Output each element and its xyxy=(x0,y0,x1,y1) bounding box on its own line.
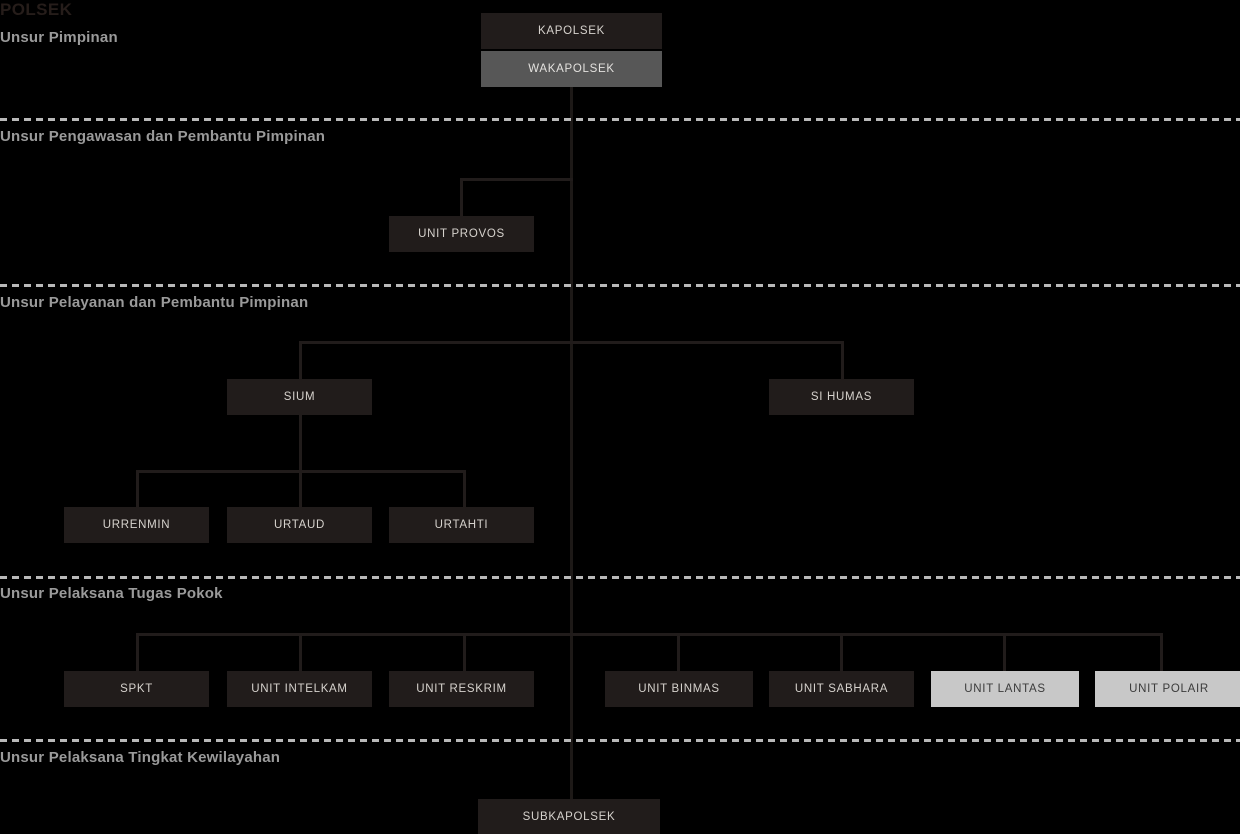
connector-binmas-drop xyxy=(677,633,680,671)
node-unit-provos[interactable]: UNIT PROVOS xyxy=(389,216,534,252)
connector-polair-drop xyxy=(1160,633,1163,671)
node-urtaud[interactable]: URTAUD xyxy=(227,507,372,543)
node-unit-binmas[interactable]: UNIT BINMAS xyxy=(605,671,753,707)
section-label-unsur-pelaksana-kewilayahan: Unsur Pelaksana Tingkat Kewilayahan xyxy=(0,749,281,766)
connector-urrenmin-drop xyxy=(136,470,139,507)
node-unit-intelkam[interactable]: UNIT INTELKAM xyxy=(227,671,372,707)
section-divider-3 xyxy=(0,576,1240,579)
section-divider-4 xyxy=(0,739,1240,742)
page-title: POLSEK xyxy=(0,0,73,19)
node-unit-reskrim[interactable]: UNIT RESKRIM xyxy=(389,671,534,707)
section-label-unsur-pengawasan: Unsur Pengawasan dan Pembantu Pimpinan xyxy=(0,128,326,145)
section-label-unsur-pelayanan: Unsur Pelayanan dan Pembantu Pimpinan xyxy=(0,294,309,311)
node-subkapolsek[interactable]: SUBKAPOLSEK xyxy=(478,799,660,834)
section-label-unsur-pimpinan: Unsur Pimpinan xyxy=(0,29,118,46)
connector-urtahti-drop xyxy=(463,470,466,507)
node-sium[interactable]: SIUM xyxy=(227,379,372,415)
node-urtahti[interactable]: URTAHTI xyxy=(389,507,534,543)
trunk-line-main xyxy=(570,87,573,801)
connector-provos-horizontal xyxy=(460,178,573,181)
section-label-unsur-pelaksana-tugas: Unsur Pelaksana Tugas Pokok xyxy=(0,585,223,602)
node-unit-polair[interactable]: UNIT POLAIR xyxy=(1095,671,1240,707)
node-kapolsek[interactable]: KAPOLSEK xyxy=(481,13,662,49)
node-unit-lantas[interactable]: UNIT LANTAS xyxy=(931,671,1079,707)
connector-lantas-drop xyxy=(1003,633,1006,671)
connector-intelkam-drop xyxy=(299,633,302,671)
connector-provos-drop xyxy=(460,178,463,217)
node-si-humas[interactable]: SI HUMAS xyxy=(769,379,914,415)
connector-pelaksana-bus xyxy=(136,633,1162,636)
connector-spkt-drop xyxy=(136,633,139,671)
connector-urtaud-drop xyxy=(299,470,302,507)
section-divider-2 xyxy=(0,284,1240,287)
section-divider-1 xyxy=(0,118,1240,121)
connector-sium-stem xyxy=(299,415,302,470)
connector-pelayanan-bus xyxy=(299,341,843,344)
node-unit-sabhara[interactable]: UNIT SABHARA xyxy=(769,671,914,707)
node-spkt[interactable]: SPKT xyxy=(64,671,209,707)
node-wakapolsek[interactable]: WAKAPOLSEK xyxy=(481,51,662,87)
connector-sihumas-drop xyxy=(841,341,844,380)
node-urrenmin[interactable]: URRENMIN xyxy=(64,507,209,543)
connector-sium-drop xyxy=(299,341,302,380)
connector-reskrim-drop xyxy=(463,633,466,671)
connector-sabhara-drop xyxy=(840,633,843,671)
